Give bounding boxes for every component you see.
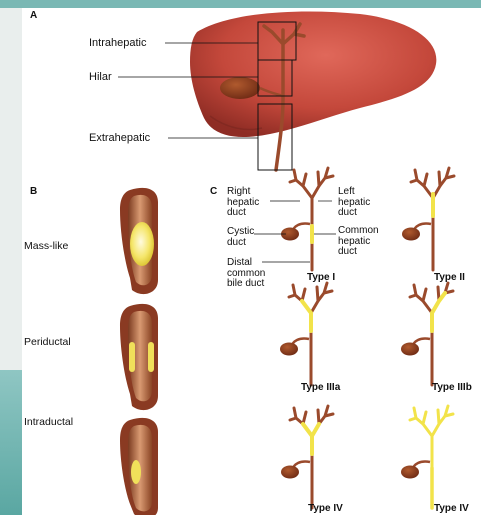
label-hilar: Hilar — [89, 71, 112, 83]
label-periductal: Periductal — [24, 336, 71, 348]
label-intraductal: Intraductal — [24, 416, 73, 428]
label-mass-like: Mass-like — [24, 240, 68, 252]
liver-illustration — [118, 11, 436, 170]
growth-pattern-illustrations — [120, 188, 158, 515]
panel-label-c: C — [210, 186, 217, 198]
label-extrahepatic: Extrahepatic — [89, 132, 150, 144]
type-label-iiib: Type IIIb — [432, 382, 472, 394]
type-label-iv-a: Type IV — [308, 503, 343, 515]
type-label-iv-b: Type IV — [434, 503, 469, 515]
label-intrahepatic: Intrahepatic — [89, 37, 146, 49]
panel-label-b: B — [30, 186, 37, 198]
type-label-iiia: Type IIIa — [301, 382, 340, 394]
type-label-ii: Type II — [434, 272, 465, 284]
panel-label-a: A — [30, 10, 37, 22]
type-label-i: Type I — [307, 272, 335, 284]
bismuth-type-diagrams — [254, 168, 454, 508]
